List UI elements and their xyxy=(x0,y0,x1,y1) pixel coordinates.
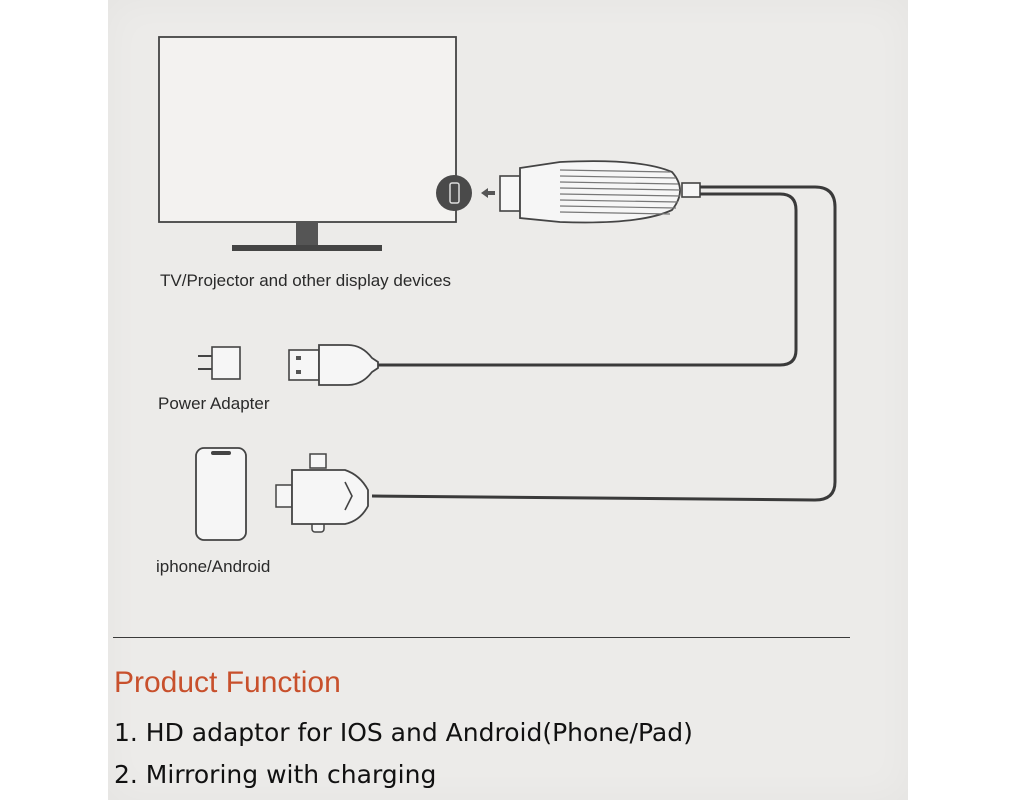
hdmi-dongle-icon xyxy=(499,160,701,224)
section-divider xyxy=(113,637,850,638)
feature-item-1: 1. HD adaptor for IOS and Android(Phone/… xyxy=(114,718,693,747)
hdmi-port-icon xyxy=(436,175,472,211)
tv-icon xyxy=(158,36,457,251)
power-adapter-label: Power Adapter xyxy=(158,394,270,413)
feature-item-2: 2. Mirroring with charging xyxy=(114,760,437,789)
display-devices-label: TV/Projector and other display devices xyxy=(160,271,452,290)
arrow-left-icon xyxy=(481,188,495,198)
power-adapter-icon xyxy=(198,346,241,380)
smartphone-icon xyxy=(195,447,247,541)
usb-plug-icon xyxy=(288,344,379,386)
multi-connector-icon xyxy=(275,453,369,533)
product-function-title: Product Function xyxy=(114,666,341,699)
phone-label: iphone/Android xyxy=(156,557,271,576)
